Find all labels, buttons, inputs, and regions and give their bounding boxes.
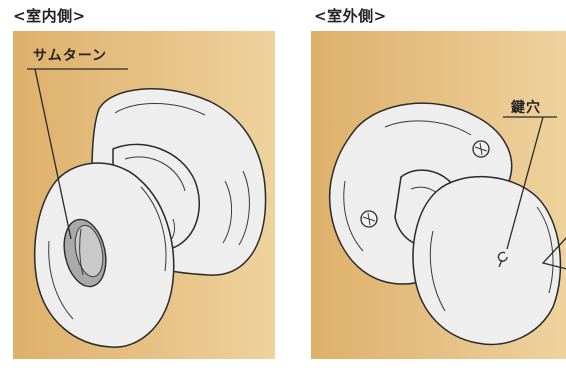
thumbturn-icon bbox=[63, 218, 107, 288]
thumbturn-leader-line bbox=[34, 68, 72, 240]
thumbturn-label: サムターン bbox=[33, 48, 108, 64]
keyhole-leader-line bbox=[506, 116, 544, 250]
outside-knob-illustration bbox=[328, 102, 566, 345]
inside-knob-illustration bbox=[27, 68, 267, 348]
side-leader-line bbox=[541, 237, 566, 270]
outside-front-knob bbox=[412, 175, 562, 345]
outside-panel-title: <室外側> bbox=[314, 7, 387, 25]
inside-panel-title: <室内側> bbox=[13, 7, 86, 25]
keyhole-icon bbox=[497, 251, 508, 268]
screw-icon bbox=[472, 140, 490, 158]
screw-icon bbox=[360, 210, 378, 228]
inside-panel: サムターン bbox=[13, 31, 275, 359]
outside-panel: 鍵穴 bbox=[311, 31, 566, 359]
keyhole-label: 鍵穴 bbox=[511, 100, 541, 116]
